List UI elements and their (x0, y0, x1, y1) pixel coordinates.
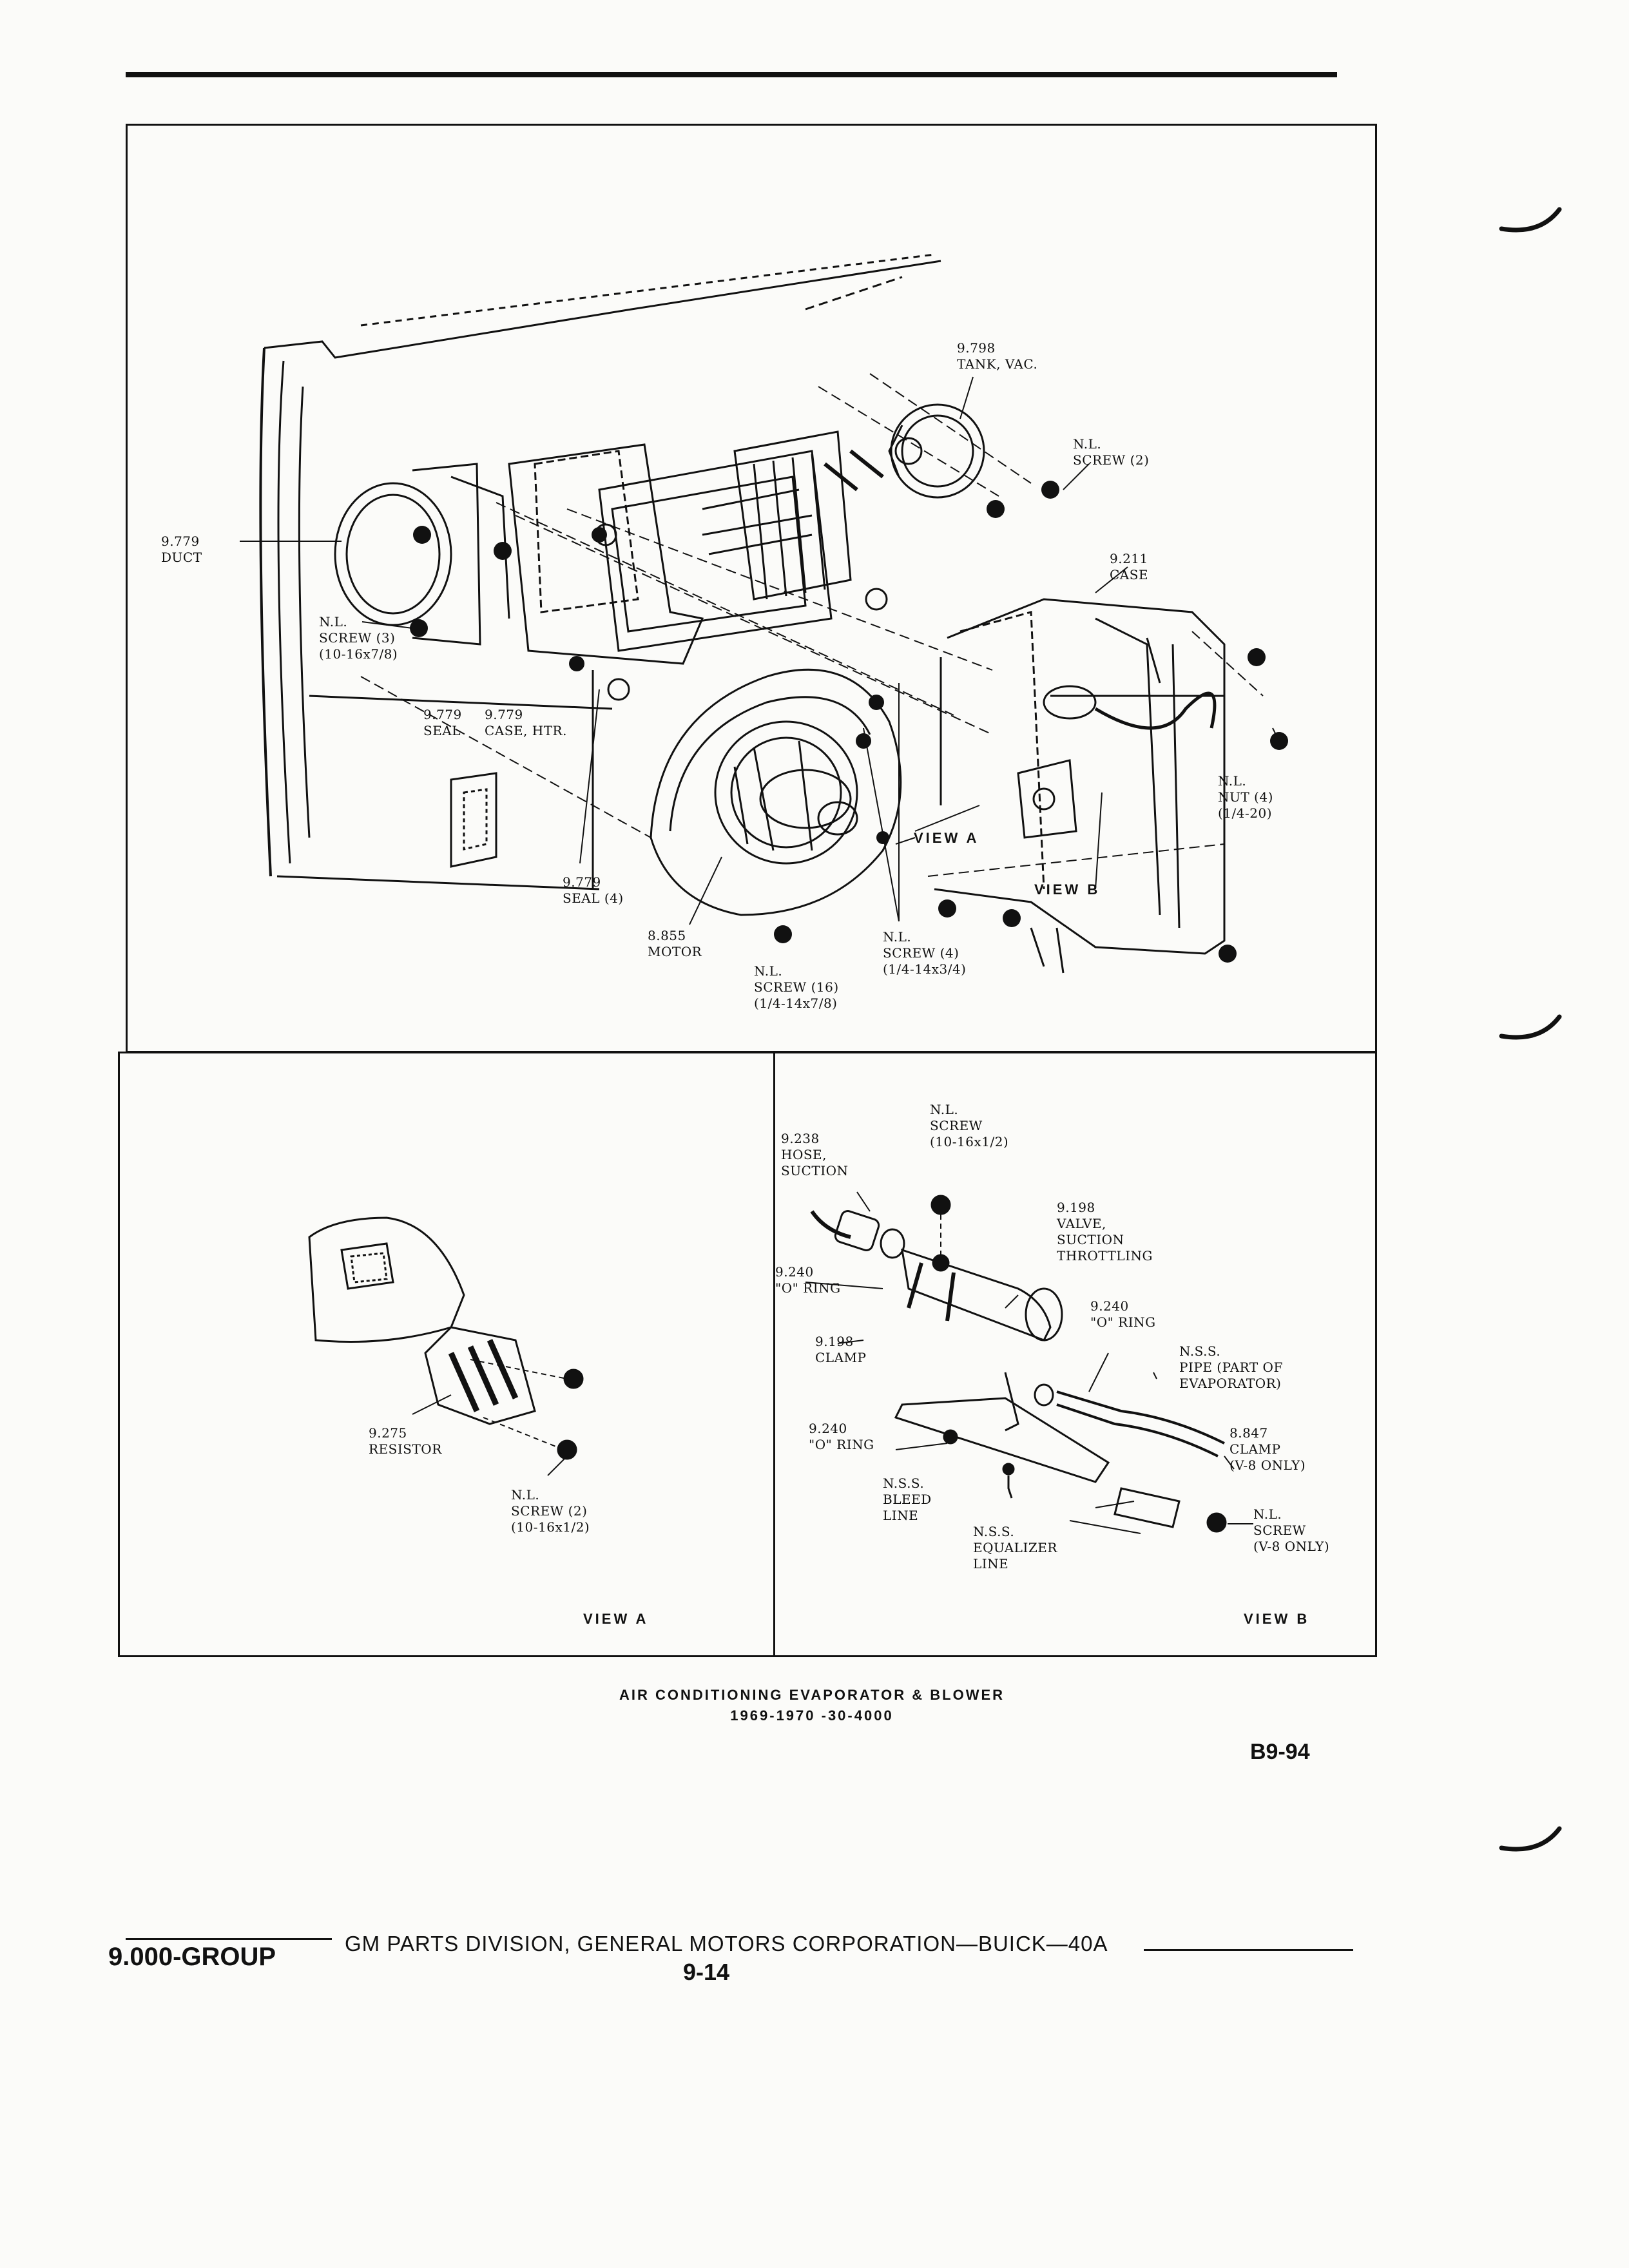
label-screw-v8: N.L. SCREW (V-8 ONLY) (1253, 1506, 1330, 1554)
label-screw-duct: N.L. SCREW (3) (10-16x7/8) (319, 614, 398, 662)
view-a-marker: VIEW A (914, 830, 979, 846)
label-nut: N.L. NUT (4) (1/4-20) (1218, 773, 1273, 821)
view-b-frame (773, 1052, 1377, 1657)
footer-publisher: GM PARTS DIVISION, GENERAL MOTORS CORPOR… (345, 1932, 1108, 1956)
label-seal: 9.779 SEAL (423, 707, 462, 738)
label-screw-resistor: N.L. SCREW (2) (10-16x1/2) (511, 1487, 590, 1535)
label-screw-valve: N.L. SCREW (10-16x1/2) (930, 1102, 1009, 1149)
label-vac-tank: 9.798 TANK, VAC. (957, 340, 1038, 372)
footer-rule-right (1144, 1949, 1353, 1951)
page-code: B9-94 (1250, 1740, 1310, 1764)
label-o-ring-1: 9.240 "O" RING (775, 1264, 841, 1296)
label-o-ring-3: 9.240 "O" RING (809, 1421, 874, 1452)
label-bleed-line: N.S.S. BLEED LINE (883, 1475, 932, 1523)
label-throttling-valve: 9.198 VALVE, SUCTION THROTTLING (1057, 1200, 1153, 1264)
label-o-ring-2: 9.240 "O" RING (1090, 1298, 1156, 1330)
label-motor: 8.855 MOTOR (648, 928, 702, 959)
figure-caption-years: 1969-1970 -30-4000 (730, 1707, 894, 1724)
figure-caption-title: AIR CONDITIONING EVAPORATOR & BLOWER (619, 1687, 1005, 1703)
view-a-title: VIEW A (583, 1611, 649, 1627)
label-screw-tank: N.L. SCREW (2) (1073, 436, 1150, 468)
label-case: 9.211 CASE (1110, 551, 1149, 582)
label-heater-case: 9.779 CASE, HTR. (485, 707, 567, 738)
label-hose-suction: 9.238 HOSE, SUCTION (781, 1131, 849, 1178)
label-screw-4: N.L. SCREW (4) (1/4-14x3/4) (883, 929, 967, 977)
view-b-marker: VIEW B (1034, 881, 1101, 898)
label-screw-16: N.L. SCREW (16) (1/4-14x7/8) (754, 963, 839, 1011)
label-seal-4: 9.779 SEAL (4) (563, 874, 624, 906)
top-rule (126, 72, 1337, 77)
label-evaporator-pipe: N.S.S. PIPE (PART OF EVAPORATOR) (1179, 1343, 1283, 1391)
label-clamp: 9.198 CLAMP (815, 1334, 867, 1365)
view-b-title: VIEW B (1244, 1611, 1310, 1627)
footer-rule-left (126, 1938, 332, 1940)
label-clamp-v8: 8.847 CLAMP (V-8 ONLY) (1229, 1425, 1306, 1473)
label-duct: 9.779 DUCT (161, 533, 202, 565)
label-resistor: 9.275 RESISTOR (369, 1425, 442, 1457)
footer-group: 9.000-GROUP (108, 1943, 276, 1971)
label-equalizer-line: N.S.S. EQUALIZER LINE (973, 1524, 1057, 1571)
footer-page-number: 9-14 (683, 1959, 730, 1985)
